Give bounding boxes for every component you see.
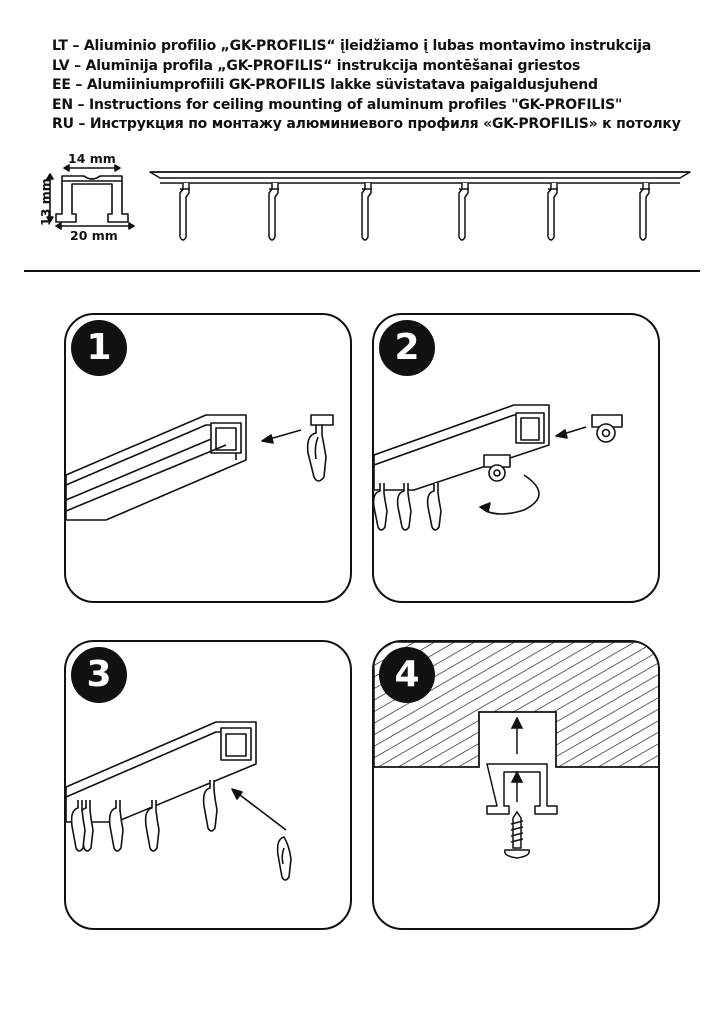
arrow-icon <box>510 770 524 802</box>
section-divider <box>24 270 700 272</box>
title-ru: RU – Инструкция по монтажу алюминиевого … <box>52 116 681 132</box>
step-3-badge: 3 <box>71 647 127 703</box>
step-4-badge: 4 <box>379 647 435 703</box>
step-3-panel: 3 <box>64 640 352 930</box>
top-drawings <box>46 164 691 241</box>
step-2-panel: 2 <box>372 313 660 603</box>
step-3-illustration <box>66 721 292 881</box>
title-ee: EE – Alumiiniumprofiili GK-PROFILIS lakk… <box>52 77 598 93</box>
step-2-illustration <box>374 404 623 531</box>
arrow-icon <box>261 429 302 444</box>
step-4-panel: 4 <box>372 640 660 930</box>
arrow-icon <box>555 426 587 439</box>
wheel-runner-icon <box>483 454 511 482</box>
arrow-icon <box>510 716 524 754</box>
hook-glider-icon <box>276 836 292 881</box>
step-1-panel: 1 <box>64 313 352 603</box>
step-2-badge: 2 <box>379 320 435 376</box>
title-en: EN – Instructions for ceiling mounting o… <box>52 96 623 113</box>
arrow-icon <box>231 788 287 831</box>
profile-section-icon <box>46 164 135 230</box>
step-1-badge: 1 <box>71 320 127 376</box>
title-lt: LT – Aliuminio profilio „GK-PROFILIS“ įl… <box>52 38 652 54</box>
profile-section-icon <box>486 763 558 815</box>
title-block: LT – Aliuminio profilio „GK-PROFILIS“ įl… <box>52 37 712 135</box>
wheel-runner-icon <box>591 414 623 443</box>
hook-glider-icon <box>306 414 334 482</box>
step-4-illustration <box>374 642 658 859</box>
ceiling-rail-icon <box>149 171 691 241</box>
screw-icon <box>504 810 530 859</box>
title-lv: LV – Alumīnija profila „GK-PROFILIS“ ins… <box>52 57 581 74</box>
dim-bottom-width: 20 mm <box>70 228 118 243</box>
rotation-arrow-icon <box>479 474 540 515</box>
dim-top-width: 14 mm <box>68 151 116 166</box>
step-1-illustration <box>66 414 334 521</box>
